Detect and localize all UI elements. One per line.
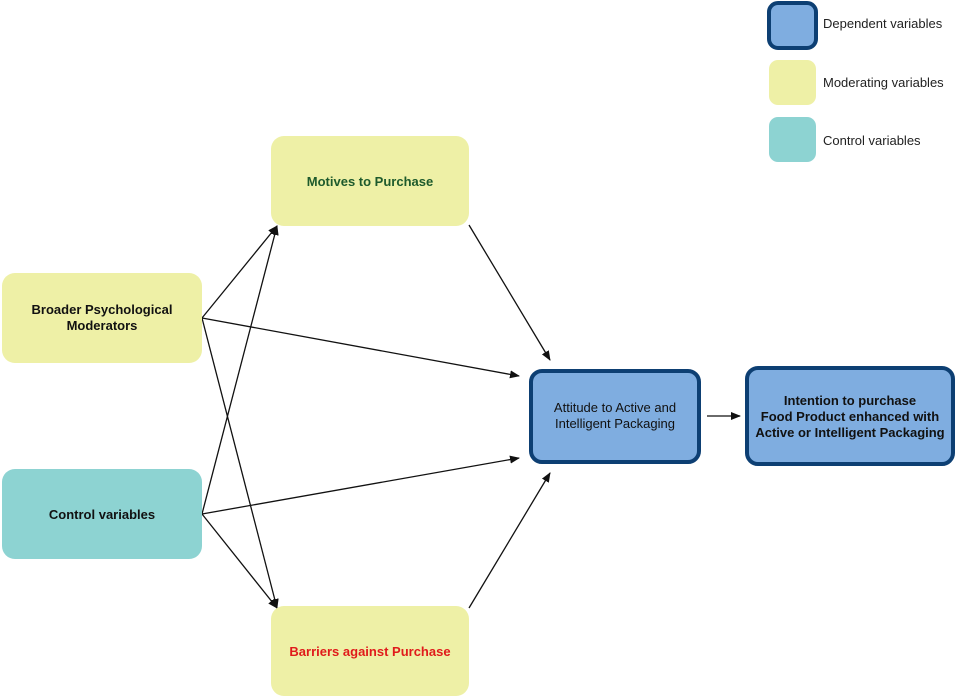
- node-barriers: Barriers against Purchase: [271, 606, 469, 696]
- legend-label-dependent: Dependent variables: [823, 16, 943, 31]
- legend-label-control: Control variables: [823, 133, 921, 148]
- arrow-broader-to-motives: [201, 225, 278, 319]
- arrow-broader-to-barriers: [201, 317, 279, 609]
- arrow-control-to-barriers: [201, 513, 278, 609]
- node-control-variables: Control variables: [2, 469, 202, 559]
- arrow-broader-to-attitude: [201, 317, 520, 379]
- node-attitude-label-line1: Attitude to Active and: [554, 400, 676, 415]
- node-barriers-box: [271, 606, 469, 696]
- node-broader-box: [2, 273, 202, 363]
- node-control-label: Control variables: [49, 507, 155, 522]
- legend-swatch-dependent: [767, 1, 818, 50]
- node-attitude: Attitude to Active and Intelligent Packa…: [529, 369, 701, 464]
- node-motives-box: [271, 136, 469, 226]
- node-broader-label-line2: Moderators: [67, 318, 138, 333]
- arrow-control-to-motives: [201, 225, 279, 515]
- node-broader-label-line1: Broader Psychological: [32, 302, 173, 317]
- node-intention-box: [745, 366, 955, 466]
- node-control-box: [2, 469, 202, 559]
- arrow-barriers-to-attitude: [468, 472, 551, 609]
- legend-label-moderating: Moderating variables: [823, 75, 944, 90]
- legend-swatch-moderating: [769, 60, 816, 105]
- node-intention-label-line1: Intention to purchase: [784, 393, 916, 408]
- arrow-motives-to-attitude: [468, 224, 551, 361]
- node-intention-label-line2: Food Product enhanced with: [761, 409, 939, 424]
- node-intention: Intention to purchase Food Product enhan…: [745, 366, 955, 466]
- node-barriers-label: Barriers against Purchase: [289, 644, 450, 659]
- node-motives-label: Motives to Purchase: [307, 174, 433, 189]
- node-motives: Motives to Purchase: [271, 136, 469, 226]
- node-broader-psychological-moderators: Broader Psychological Moderators: [2, 273, 202, 363]
- legend-swatch-control: [769, 117, 816, 162]
- node-attitude-label-line2: Intelligent Packaging: [555, 416, 675, 431]
- arrow-control-to-attitude: [201, 455, 520, 515]
- arrows: [201, 224, 741, 609]
- legend: Dependent variables Moderating variables…: [767, 1, 944, 162]
- node-intention-label-line3: Active or Intelligent Packaging: [755, 425, 944, 440]
- node-attitude-box: [529, 369, 701, 464]
